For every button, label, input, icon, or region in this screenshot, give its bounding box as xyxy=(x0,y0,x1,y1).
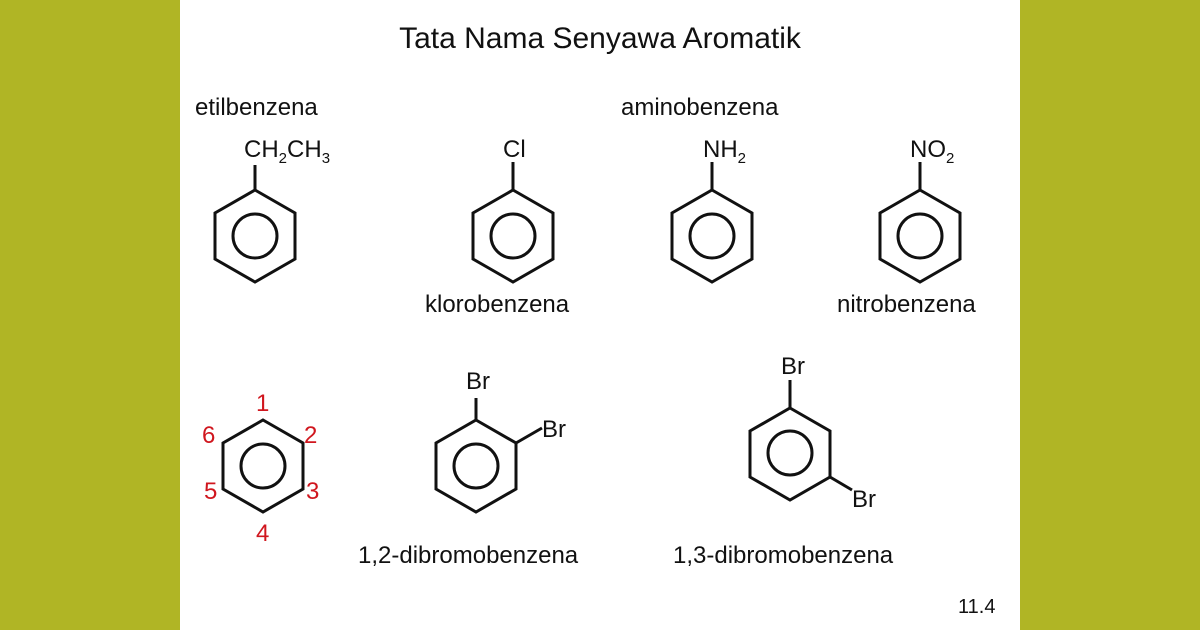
compound-name-12-dibromobenzena: 1,2-dibromobenzena xyxy=(358,542,579,569)
slide-title: Tata Nama Senyawa Aromatik xyxy=(399,22,801,55)
substituent-bromo-2: Br xyxy=(542,416,566,443)
ring-position-4: 4 xyxy=(256,520,270,547)
slide-panel: Tata Nama Senyawa Aromatik etilbenzena C… xyxy=(180,0,1020,630)
substituent-bromo-1: Br xyxy=(781,353,805,380)
benzene-ring-etilbenzena xyxy=(213,165,297,284)
substituent-nitro: NO2 xyxy=(910,136,955,167)
benzene-ring-numbering xyxy=(221,418,305,514)
benzene-ring-aminobenzena xyxy=(670,162,754,284)
compound-name-aminobenzena: aminobenzena xyxy=(621,94,779,121)
substituent-chloro: Cl xyxy=(503,136,526,163)
ring-position-2: 2 xyxy=(304,422,318,449)
ring-position-3: 3 xyxy=(306,478,320,505)
substituent-ethyl: CH2CH3 xyxy=(244,136,331,167)
ring-position-5: 5 xyxy=(204,478,218,505)
benzene-ring-12-dibromobenzena xyxy=(434,398,543,514)
substituent-bromo-3: Br xyxy=(852,486,876,513)
benzene-structures xyxy=(213,162,962,514)
benzene-ring-nitrobenzena xyxy=(878,162,962,284)
compound-name-etilbenzena: etilbenzena xyxy=(195,94,318,121)
page-number: 11.4 xyxy=(958,596,996,618)
ring-position-6: 6 xyxy=(202,422,216,449)
compound-name-klorobenzena: klorobenzena xyxy=(425,291,570,318)
substituent-amino: NH2 xyxy=(703,136,747,167)
ring-position-1: 1 xyxy=(256,390,270,417)
benzene-ring-13-dibromobenzena xyxy=(748,380,853,502)
compound-name-nitrobenzena: nitrobenzena xyxy=(837,291,976,318)
benzene-ring-klorobenzena xyxy=(471,162,555,284)
substituent-bromo-1: Br xyxy=(466,368,490,395)
compound-name-13-dibromobenzena: 1,3-dibromobenzena xyxy=(673,542,894,569)
